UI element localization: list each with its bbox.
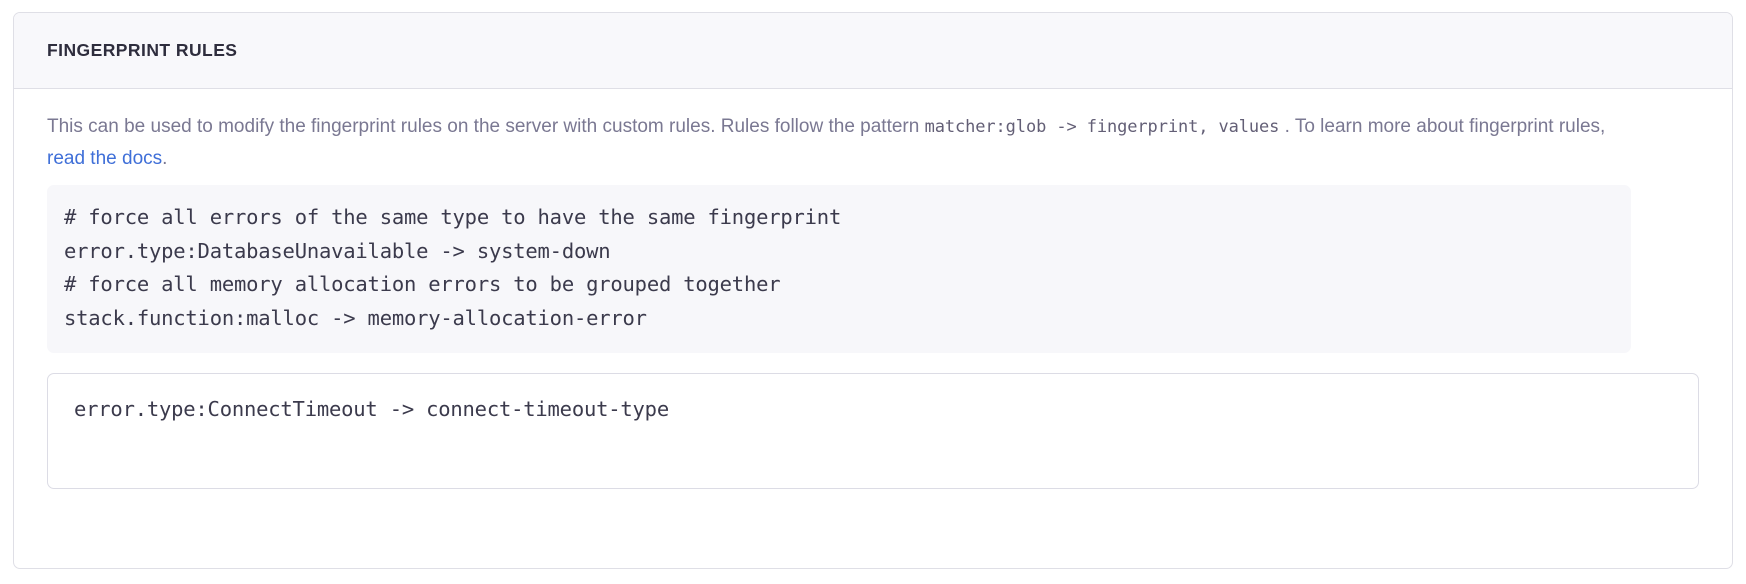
description-part-2: . To learn more about fingerprint rules, xyxy=(1279,116,1606,137)
description-inline-code: matcher:glob -> fingerprint, values xyxy=(924,117,1280,137)
card-body: This can be used to modify the fingerpri… xyxy=(14,89,1732,489)
description-part-3: . xyxy=(162,148,168,169)
description-text: This can be used to modify the fingerpri… xyxy=(47,111,1607,175)
description-part-1: This can be used to modify the fingerpri… xyxy=(47,116,925,137)
page-title: Fingerprint Rules xyxy=(47,39,238,60)
example-rules-code: # force all errors of the same type to h… xyxy=(64,205,842,330)
fingerprint-rules-input[interactable] xyxy=(47,373,1699,489)
rules-input-container xyxy=(47,373,1699,489)
read-the-docs-link[interactable]: read the docs xyxy=(47,148,163,169)
fingerprint-rules-card: Fingerprint Rules This can be used to mo… xyxy=(13,12,1733,569)
card-header: Fingerprint Rules xyxy=(14,13,1732,89)
example-rules-code-block: # force all errors of the same type to h… xyxy=(47,185,1631,353)
